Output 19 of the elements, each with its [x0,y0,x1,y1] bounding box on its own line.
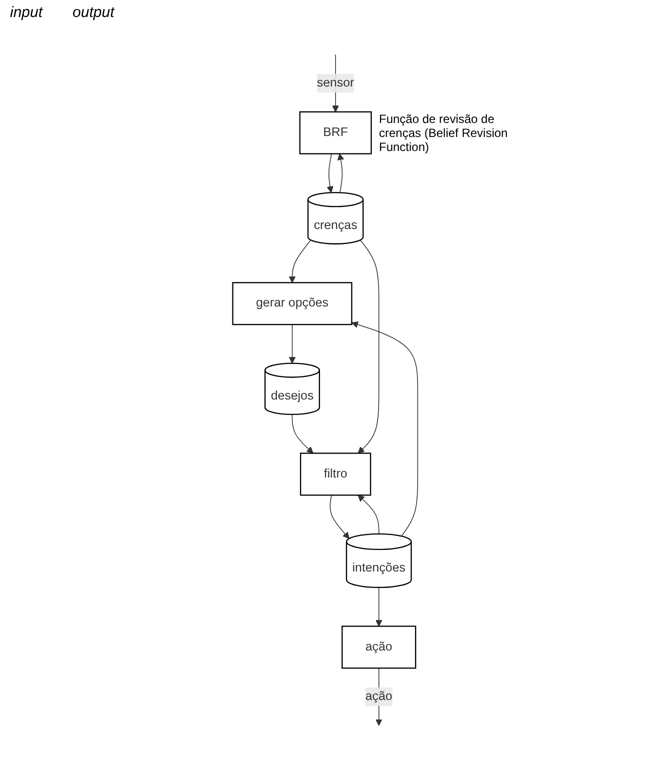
arrow [288,324,296,364]
arrow [288,240,312,283]
edge-label: ação [365,690,392,704]
arrow [375,587,382,627]
arrow [329,494,350,539]
arrow [351,321,418,536]
arrow [358,494,380,534]
node-box: BRF [299,111,372,154]
io-label: output [72,4,114,21]
arrow [292,414,314,454]
io-label: input [10,4,43,21]
arrow [326,153,334,193]
arrow [337,153,344,194]
node-box: gerar opções [232,282,352,326]
node-caption: Função de revisão de crenças (Belief Revision Function) [379,112,509,154]
arrow [358,240,380,454]
node-box: filtro [300,452,371,496]
node-box: ação [341,626,416,669]
edge-label: sensor [316,76,354,90]
